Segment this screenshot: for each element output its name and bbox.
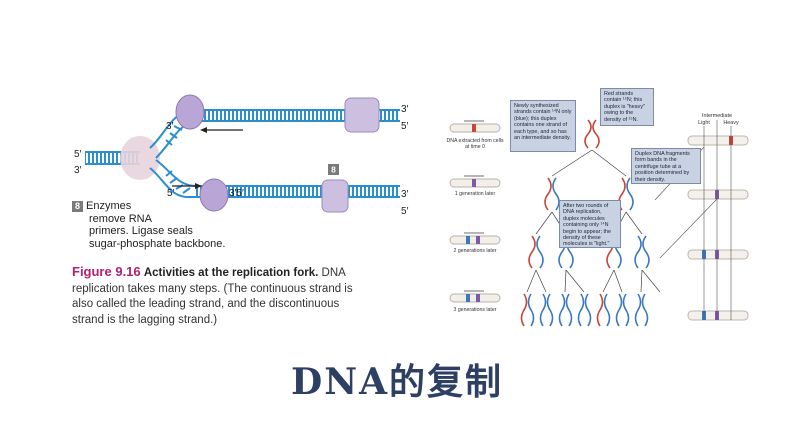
figure-number: Figure 9.16 [72, 264, 141, 279]
step-line-3: primers. Ligase seals [89, 225, 193, 237]
polymerase-bottom [199, 178, 229, 212]
replication-fork-diagram: 8 3′ 5′ 3′ 5′ 3′ 5′ 3′5′ 3′ 5′ [74, 94, 409, 217]
leading-strand-arm [149, 159, 400, 199]
label-bottom-right-5: 5′ [401, 206, 409, 217]
density-heavy-label: Heavy [723, 120, 739, 126]
extraction-tubes [449, 120, 501, 303]
tube-label-gen-1: 1 generation later [454, 191, 496, 197]
label-bottom-right-3: 3′ [401, 189, 409, 200]
tube-label-gen-2: 2 generations later [453, 248, 497, 254]
note-duplex-fragments: Duplex DNA fragments form bands in the c… [631, 148, 701, 184]
density-intermediate-label: Intermediate [702, 113, 732, 119]
figure-title: Activities at the replication fork. [143, 267, 319, 279]
label-left-3: 3′ [74, 165, 82, 176]
polymerase-top [175, 94, 205, 130]
semiconservative-panel: Intermediate Light Heavy Newly synthesiz… [430, 0, 794, 340]
step-badge-label: 8 [331, 165, 336, 175]
step-number: 8 [72, 201, 83, 212]
label-leading-mid: 3′5′ [229, 188, 244, 199]
meselson-stahl-diagram: Intermediate Light Heavy [449, 113, 749, 327]
label-left-5: 5′ [74, 149, 82, 160]
figure-caption: Figure 9.16 Activities at the replicatio… [72, 264, 372, 328]
figure-body: DNA replication takes many steps. (The c… [72, 267, 353, 326]
note-red-strands: Red strands contain ¹⁵N; this duplex is … [600, 88, 654, 126]
label-lagging-3: 3′ [166, 121, 174, 132]
label-leading-5: 5′ [167, 188, 175, 199]
note-newly-synthesized: Newly synthesized strands contain ¹⁴N on… [510, 100, 576, 152]
note-after-two-rounds: After two rounds of DNA replication, dup… [559, 200, 621, 248]
step-badge [328, 164, 339, 175]
ligase-top [344, 97, 380, 133]
tube-label-gen-3: 3 generations later [453, 307, 497, 313]
tube-label-time-0: DNA extracted from cells at time 0 [446, 138, 504, 150]
density-light-label: Light [698, 120, 710, 126]
label-top-right-3: 3′ [401, 104, 409, 115]
lagging-direction-arrow [200, 127, 243, 133]
step-line-2: remove RNA [89, 212, 152, 225]
label-top-right-5: 5′ [401, 121, 409, 132]
step-line-1: Enzymes [86, 200, 132, 212]
centrifuge-tubes [654, 120, 749, 321]
leading-direction-arrow [172, 183, 202, 189]
step-line-4: sugar-phosphate backbone. [89, 237, 226, 250]
ligase-bottom [321, 179, 349, 213]
page-title: DNA的复制 [290, 361, 504, 403]
